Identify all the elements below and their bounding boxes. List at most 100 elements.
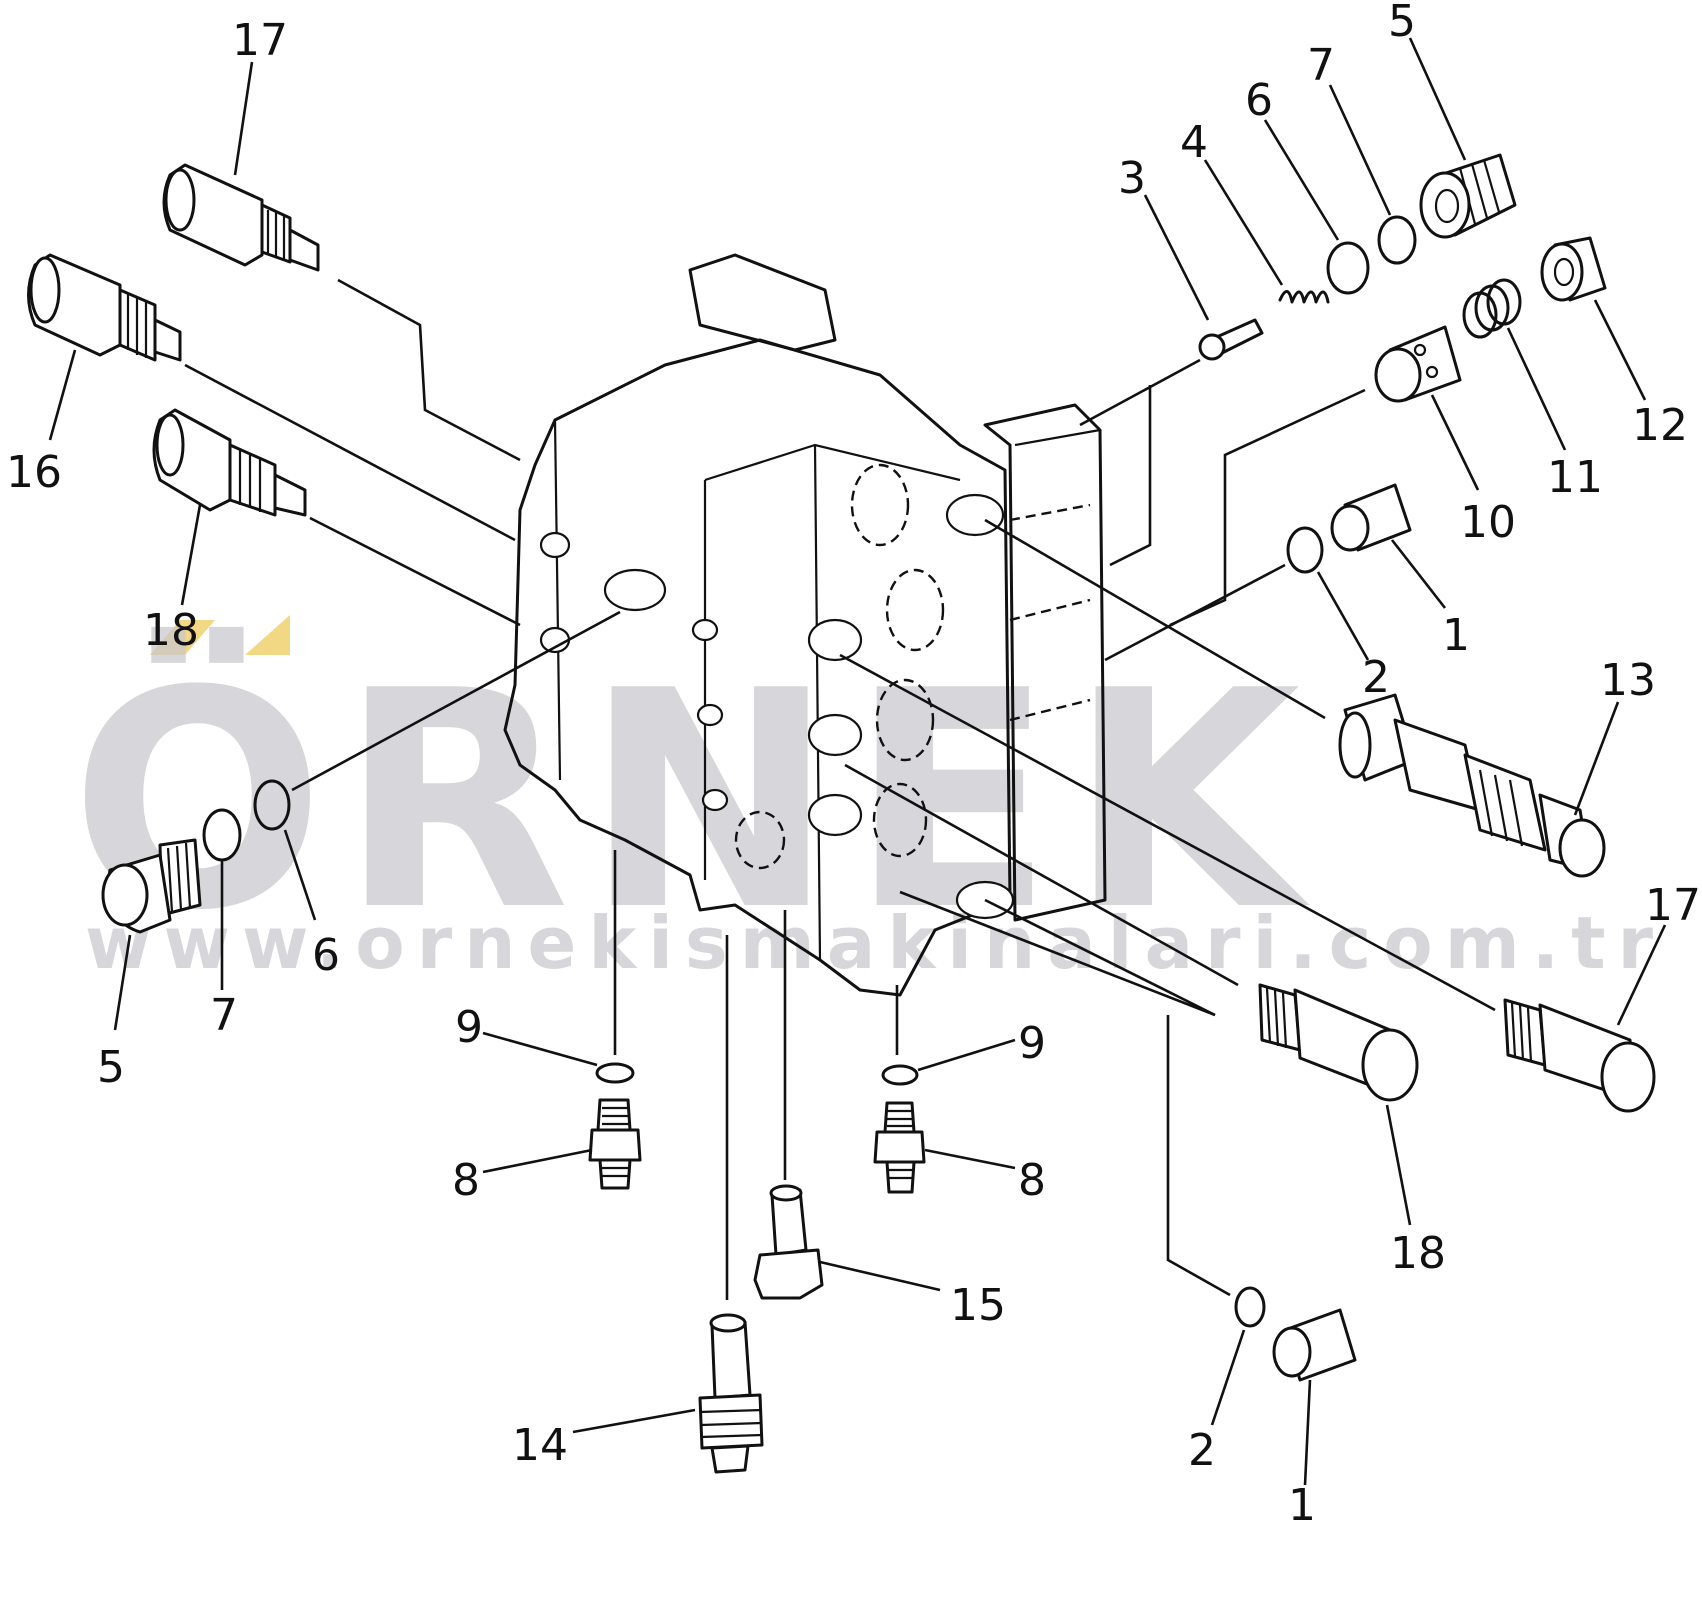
callout-leader-9b xyxy=(917,1038,1016,1072)
callout-leader-14 xyxy=(572,1408,696,1434)
label-6-left: 6 xyxy=(312,930,340,981)
plug-5-right xyxy=(1419,153,1517,239)
callout-leader-11 xyxy=(1506,327,1567,451)
watermark-brand: ÖRNEK xyxy=(70,624,1315,976)
watermark-url: www.ornekismakinalari.com.tr xyxy=(85,901,1665,985)
callout-leader-2b xyxy=(1210,1329,1246,1426)
plug-1-right-upper xyxy=(1330,483,1412,552)
label-8-left: 8 xyxy=(452,1155,480,1206)
label-16: 16 xyxy=(6,447,62,498)
callout-leader-5b xyxy=(1408,37,1467,161)
label-2-right-upper: 2 xyxy=(1362,652,1390,703)
leader-13-to-body xyxy=(899,890,1216,1017)
ring-6-right xyxy=(1326,241,1370,295)
leader-17-right xyxy=(839,653,1496,1012)
callout-leader-6a xyxy=(283,829,317,921)
spring-4 xyxy=(1278,290,1330,304)
callout-leader-15 xyxy=(819,1260,941,1292)
label-17-upper-left: 17 xyxy=(232,15,288,66)
callout-leader-7b xyxy=(1328,84,1392,216)
valve-14 xyxy=(698,1313,764,1474)
label-7-left: 7 xyxy=(210,990,238,1041)
fitting-8-left xyxy=(588,1098,642,1190)
label-6-right: 6 xyxy=(1245,75,1273,126)
label-18-right: 18 xyxy=(1390,1228,1446,1279)
oring-9-left xyxy=(595,1062,635,1084)
label-13: 13 xyxy=(1600,655,1656,706)
spool-10 xyxy=(1374,325,1462,403)
valve-15 xyxy=(753,1184,824,1300)
label-18-left: 18 xyxy=(143,605,199,656)
spring-11 xyxy=(1462,278,1522,339)
callout-leader-8a xyxy=(482,1148,593,1174)
callout-leader-17b xyxy=(1616,924,1667,1026)
oring-9-right xyxy=(881,1064,919,1086)
leader-17-upper-left xyxy=(337,278,521,462)
label-11: 11 xyxy=(1547,452,1603,503)
relief-valve-13 xyxy=(1338,693,1606,878)
label-1-right-lower: 1 xyxy=(1288,1480,1316,1531)
watermark-accent-right xyxy=(245,615,290,655)
leader-10-spool xyxy=(1169,388,1366,627)
callout-leader-2a xyxy=(1316,571,1370,661)
cartridge-18-left xyxy=(152,408,307,517)
callout-leader-9a xyxy=(482,1031,598,1067)
leader-6-left-ring xyxy=(291,610,621,792)
callout-leader-18a xyxy=(180,504,202,606)
cartridge-17-upper-left xyxy=(162,163,320,272)
label-12: 12 xyxy=(1632,400,1688,451)
label-9-left: 9 xyxy=(455,1002,483,1053)
label-5-left: 5 xyxy=(97,1042,125,1093)
callout-leader-18b xyxy=(1385,1104,1412,1226)
cartridge-16-left xyxy=(27,253,182,362)
fitting-8-right xyxy=(873,1101,926,1194)
watermark-accent-left xyxy=(150,620,215,655)
label-3: 3 xyxy=(1118,153,1146,204)
callout-leader-17a xyxy=(233,61,254,176)
callout-leader-4 xyxy=(1203,159,1284,286)
label-9-right: 9 xyxy=(1018,1018,1046,1069)
label-8-right: 8 xyxy=(1018,1155,1046,1206)
pin-3 xyxy=(1198,318,1264,361)
leader-3-vertical xyxy=(1109,385,1152,567)
label-4: 4 xyxy=(1180,117,1208,168)
callout-leader-13 xyxy=(1573,701,1620,816)
leader-2-right-upper xyxy=(1104,563,1286,662)
leader-18-left xyxy=(309,516,521,627)
callout-leader-12 xyxy=(1593,299,1647,401)
plug-5-left xyxy=(101,838,202,934)
callout-leader-16 xyxy=(48,349,77,441)
ring-7-right xyxy=(1377,215,1417,265)
callout-leader-1a xyxy=(1390,539,1447,609)
plug-1-right-lower xyxy=(1272,1308,1357,1382)
callout-leader-5a xyxy=(113,934,132,1031)
oring-2-right-lower xyxy=(1234,1286,1266,1328)
callout-leader-3 xyxy=(1143,194,1210,321)
watermark: ÖRNEK www.ornekismakinalari.com.tr xyxy=(70,615,1665,985)
leader-18-right xyxy=(844,763,1239,987)
cap-12 xyxy=(1540,236,1607,302)
cartridge-18-right xyxy=(1258,983,1419,1102)
label-15: 15 xyxy=(950,1280,1006,1331)
ring-6-left xyxy=(253,779,291,831)
label-14: 14 xyxy=(512,1420,568,1471)
leader-13-relief xyxy=(984,518,1326,720)
leader-16-left xyxy=(184,363,516,542)
callout-leader-6b xyxy=(1263,119,1340,241)
leader-3-pin xyxy=(1079,358,1201,427)
label-17-right: 17 xyxy=(1645,880,1701,931)
callout-leader-8b xyxy=(924,1148,1016,1170)
leader-18-right-bracket xyxy=(984,898,1216,1017)
part-number-labels: 17 16 18 5 7 6 9 8 14 15 9 8 3 4 6 7 5 1… xyxy=(6,0,1701,1531)
callout-leader-1b xyxy=(1303,1379,1312,1486)
label-7-right: 7 xyxy=(1307,40,1335,91)
label-10: 10 xyxy=(1460,497,1516,548)
callout-leader-10 xyxy=(1430,394,1480,491)
cartridge-17-right xyxy=(1503,998,1656,1113)
oring-2-right-upper xyxy=(1286,526,1324,574)
leader-2-right-lower-bracket xyxy=(1166,1015,1231,1297)
label-2-right-lower: 2 xyxy=(1188,1425,1216,1476)
label-1-right-upper: 1 xyxy=(1442,610,1470,661)
label-5-right: 5 xyxy=(1388,0,1416,47)
